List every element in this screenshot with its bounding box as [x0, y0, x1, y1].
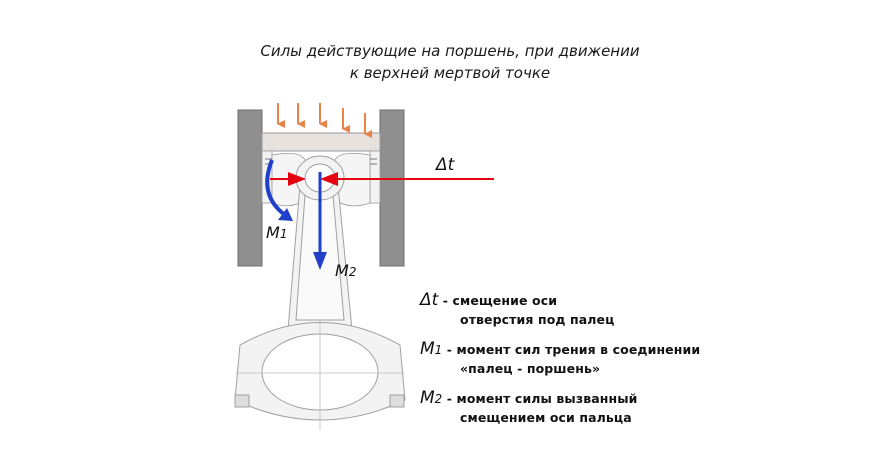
- legend-line-1: - момент силы вызванный: [442, 391, 638, 406]
- cylinder-wall-right: [379, 109, 405, 267]
- m2-label: M2: [335, 261, 356, 280]
- legend-item-m2: M2 - момент силы вызванный смещением оси…: [420, 388, 860, 425]
- title-line-1: Силы действующие на поршень, при движени…: [260, 42, 640, 60]
- m1-label: M1: [266, 223, 287, 242]
- dt-label: Δt: [434, 155, 456, 175]
- legend-line-1: - смещение оси: [438, 293, 558, 308]
- offset-arrow: [270, 172, 494, 186]
- legend: Δt - смещение оси отверстия под палец M1…: [420, 290, 860, 425]
- legend-symbol: M1: [420, 339, 443, 359]
- legend-symbol: Δt: [420, 290, 439, 310]
- legend-line-2: отверстия под палец: [460, 312, 615, 327]
- title-line-2: к верхней мертвой точке: [349, 64, 551, 82]
- legend-item-dt: Δt - смещение оси отверстия под палец: [420, 290, 860, 327]
- cylinder-wall-left: [237, 109, 263, 267]
- legend-line-1: - момент сил трения в соединении: [442, 342, 701, 357]
- legend-line-2: смещением оси пальца: [460, 410, 632, 425]
- m2-moment-arrow: [313, 172, 327, 270]
- legend-item-m1: M1 - момент сил трения в соединении «пал…: [420, 339, 860, 376]
- diagram-title: Силы действующие на поршень, при движени…: [230, 40, 670, 84]
- pressure-arrows: [277, 103, 372, 138]
- legend-line-2: «палец - поршень»: [460, 361, 601, 376]
- m1-moment-arrow: [265, 159, 293, 221]
- legend-symbol: M2: [420, 388, 443, 408]
